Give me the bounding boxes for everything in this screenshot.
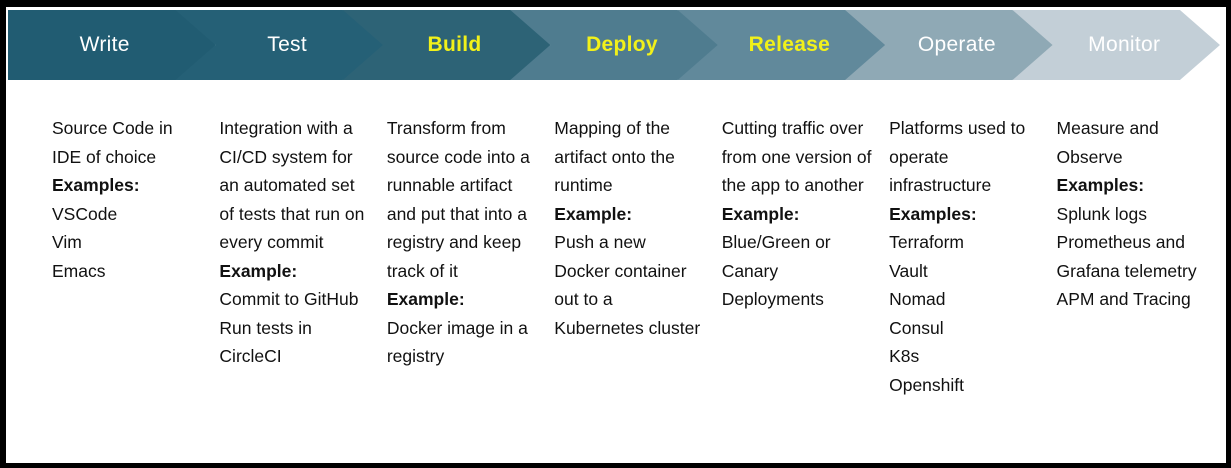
example-item: Openshift <box>889 374 965 395</box>
example-item: K8s <box>889 346 920 366</box>
stage-label-deploy: Deploy <box>586 33 658 56</box>
example-item: Docker image in a registry <box>386 317 528 367</box>
example-item: Prometheus and Grafana telemetry <box>1056 232 1197 281</box>
example-item: Vim <box>52 232 82 252</box>
stage-chevron-write: Write <box>8 10 215 80</box>
stage-column-build: Transform from source code into a runnab… <box>343 114 550 399</box>
example-item: Splunk logs <box>1056 203 1148 224</box>
stage-column-test: Integration with a CI/CD system for an a… <box>175 114 382 399</box>
example-item: Consul <box>889 317 944 338</box>
example-item: Commit to GitHub <box>219 289 359 309</box>
stage-description: Source Code in IDE of choice <box>52 118 173 167</box>
examples-label: Example: <box>554 203 633 224</box>
stage-column-operate: Platforms used to operate infrastructure… <box>845 114 1052 399</box>
example-item: Run tests in CircleCI <box>219 317 312 367</box>
stage-column-write: Source Code in IDE of choice Examples: V… <box>8 114 215 399</box>
example-item: Nomad <box>889 289 946 309</box>
stage-label-release: Release <box>748 33 831 56</box>
example-item: APM and Tracing <box>1056 289 1191 309</box>
examples-label: Example: <box>386 289 465 309</box>
examples-label: Example: <box>721 203 800 224</box>
stage-column-monitor: Measure and Observe Examples: Splunk log… <box>1013 114 1220 399</box>
stage-description: Platforms used to operate infrastructure <box>889 118 1026 195</box>
example-item: Blue/Green or Canary Deployments <box>721 232 831 309</box>
stage-column-release: Cutting traffic over from one version of… <box>678 114 885 399</box>
stage-label-test: Test <box>267 33 307 56</box>
example-item: VSCode <box>52 203 118 224</box>
example-item: Vault <box>889 260 928 281</box>
example-item: Emacs <box>52 260 106 281</box>
stage-chevron-operate: Operate <box>845 10 1052 80</box>
stage-description: Cutting traffic over from one version of… <box>721 118 872 195</box>
examples-label: Examples: <box>1056 175 1145 195</box>
examples-label: Example: <box>219 260 298 281</box>
examples-label: Examples: <box>52 175 140 195</box>
stage-description: Measure and Observe <box>1056 118 1159 167</box>
stage-label-operate: Operate <box>917 33 996 56</box>
stage-descriptions: Source Code in IDE of choice Examples: V… <box>8 114 1220 399</box>
stage-label-monitor: Monitor <box>1088 33 1161 56</box>
stage-description: Transform from source code into a runnab… <box>386 118 530 281</box>
example-item: Terraform <box>889 232 964 252</box>
stage-label-build: Build <box>427 33 482 56</box>
example-item: Push a new Docker container out to a Kub… <box>554 232 701 338</box>
examples-label: Examples: <box>889 203 977 224</box>
stage-label-write: Write <box>79 33 130 56</box>
stage-description: Mapping of the artifact onto the runtime <box>554 118 675 195</box>
stage-description: Integration with a CI/CD system for an a… <box>219 118 365 252</box>
stage-column-deploy: Mapping of the artifact onto the runtime… <box>510 114 717 399</box>
pipeline-stage-bar: Write Test Build Deploy Release Operate … <box>8 10 1220 80</box>
